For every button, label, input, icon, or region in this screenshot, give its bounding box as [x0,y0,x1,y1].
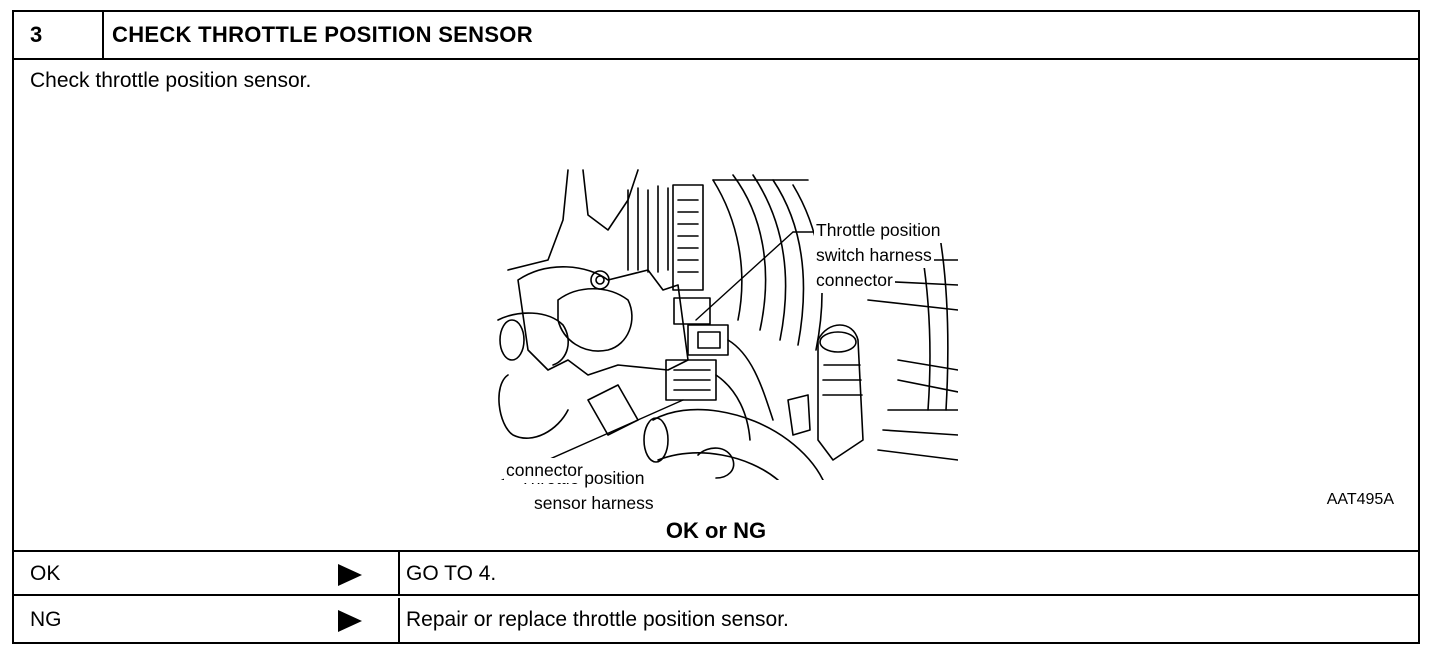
switch-connector-label-line-1: Throttle position [814,218,943,243]
switch-connector-label-line-2: switch harness [814,243,934,268]
result-label-ng: NG [30,608,62,631]
column-divider [398,598,400,644]
action-text-ok: GO TO 4. [406,562,497,585]
result-label-ok: OK [30,562,61,585]
figure-code: AAT495A [1326,491,1394,508]
result-title: OK or NG [665,518,767,543]
right-arrow-icon [338,564,362,586]
switch-connector-label-line-3: connector [814,268,895,293]
instruction-text: Check throttle position sensor. [30,69,312,92]
engine-drawing [497,169,959,483]
step-header: 3 CHECK THROTTLE POSITION SENSOR [14,12,1418,60]
step-title: CHECK THROTTLE POSITION SENSOR [112,22,533,47]
result-row-ok: OK GO TO 4. [14,552,1418,596]
action-text-ng: Repair or replace throttle position sens… [406,608,789,631]
engine-illustration: Throttle position switch harness connect… [488,160,959,491]
result-row-ng: NG Repair or replace throttle position s… [14,598,1418,644]
step-body: Check throttle position sensor. [14,60,1418,552]
column-divider [398,552,400,594]
sensor-connector-label-line-3: connector [504,458,585,483]
procedure-table: 3 CHECK THROTTLE POSITION SENSOR Check t… [12,10,1420,644]
sensor-connector-label-line-2: sensor harness [532,491,656,516]
right-arrow-icon [338,610,362,632]
step-number: 3 [14,12,104,58]
